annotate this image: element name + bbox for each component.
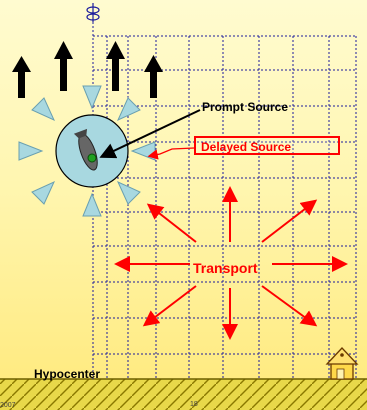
dotted-grid — [92, 22, 357, 379]
hypocenter-label: Hypocenter — [34, 367, 101, 381]
bomb-icon — [73, 128, 98, 171]
transport-label: Transport — [193, 260, 258, 276]
upward-arrows — [12, 41, 163, 98]
prompt-source-label: Prompt Source — [202, 100, 289, 114]
transport-arrows — [114, 186, 348, 340]
ground — [0, 379, 367, 410]
footer-page-number: 18 — [190, 401, 198, 408]
delayed-source-box — [194, 136, 340, 155]
sun-rays — [18, 85, 156, 217]
delayed-source-label: Delayed Source — [201, 140, 292, 154]
antenna-icon — [86, 3, 100, 22]
delayed-source-pointer — [147, 147, 195, 160]
house-icon — [325, 347, 359, 380]
footer-year: 2007 — [0, 402, 16, 409]
prompt-source-pointer — [99, 109, 201, 159]
